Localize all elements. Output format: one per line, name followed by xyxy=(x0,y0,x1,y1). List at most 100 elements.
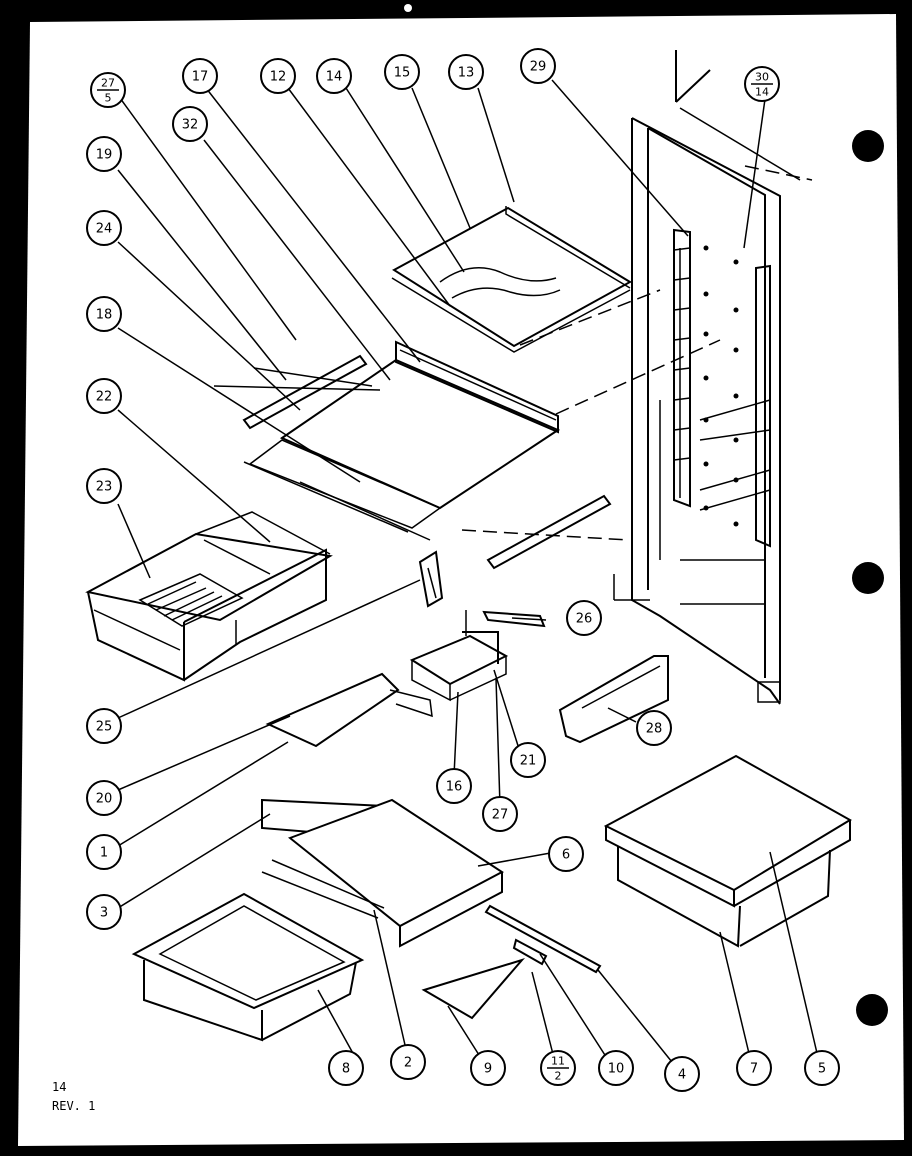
callout-14: 14 xyxy=(316,58,352,94)
callout-number: 1 xyxy=(100,846,108,861)
callout-23: 23 xyxy=(86,468,122,504)
callout-circle xyxy=(384,54,420,90)
callout-number: 32 xyxy=(182,118,199,133)
callout-denominator: 14 xyxy=(755,86,769,99)
callout-number: 15 xyxy=(394,66,411,81)
callout-number: 20 xyxy=(96,792,113,807)
callout-15: 15 xyxy=(384,54,420,90)
callout-circle xyxy=(520,48,556,84)
callout-circle xyxy=(664,1056,700,1092)
callout-number: 9 xyxy=(484,1062,492,1077)
callout-26: 26 xyxy=(566,600,602,636)
callout-8: 8 xyxy=(328,1050,364,1086)
callout-circle xyxy=(86,834,122,870)
callout-circle xyxy=(470,1050,506,1086)
callout-number: 7 xyxy=(750,1062,758,1077)
callout-13: 13 xyxy=(448,54,484,90)
callout-circle xyxy=(636,710,672,746)
callout-number: 3 xyxy=(100,906,108,921)
callout-7: 7 xyxy=(736,1050,772,1086)
binder-hole-icon xyxy=(852,562,884,594)
callout-circle xyxy=(566,600,602,636)
callout-denominator: 2 xyxy=(555,1070,562,1083)
callout-number: 2 xyxy=(404,1056,412,1071)
callout-17: 17 xyxy=(182,58,218,94)
callout-number: 18 xyxy=(96,308,113,323)
callout-21: 21 xyxy=(510,742,546,778)
alignment-line xyxy=(461,529,629,541)
callout-number: 28 xyxy=(646,722,663,737)
crisper-cover-and-drawer xyxy=(131,798,602,1042)
callout-2: 2 xyxy=(390,1044,426,1080)
callout-number: 10 xyxy=(608,1062,625,1077)
callout-22: 22 xyxy=(86,378,122,414)
callout-circle xyxy=(390,1044,426,1080)
callout-18: 18 xyxy=(86,296,122,332)
callout-9: 9 xyxy=(470,1050,506,1086)
callout-number: 21 xyxy=(520,754,537,769)
bracket-assembly xyxy=(265,550,546,748)
callout-number: 14 xyxy=(326,70,343,85)
callout-circle xyxy=(86,780,122,816)
alignment-line xyxy=(519,289,661,346)
callout-4: 4 xyxy=(664,1056,700,1092)
callout-25: 25 xyxy=(86,708,122,744)
binder-hole-icon xyxy=(856,994,888,1026)
callout-circle xyxy=(736,1050,772,1086)
callout-number: 26 xyxy=(576,612,593,627)
callout-circle xyxy=(436,768,472,804)
callout-number: 19 xyxy=(96,148,113,163)
callout-28: 28 xyxy=(636,710,672,746)
callout-circle xyxy=(548,836,584,872)
callout-27: 27 xyxy=(482,796,518,832)
glass-shelf-assembly xyxy=(243,340,561,541)
callout-24: 24 xyxy=(86,210,122,246)
callout-circle xyxy=(804,1050,840,1086)
callout-numerator: 27 xyxy=(101,77,115,90)
callout-number: 13 xyxy=(458,66,475,81)
callout-circle xyxy=(86,136,122,172)
callout-denominator: 5 xyxy=(105,92,112,105)
callout-circle xyxy=(172,106,208,142)
callout-32: 32 xyxy=(172,106,208,142)
callout-6: 6 xyxy=(548,836,584,872)
callout-11_2: 112 xyxy=(540,1050,576,1086)
callout-number: 17 xyxy=(192,70,209,85)
callout-3: 3 xyxy=(86,894,122,930)
callout-circle xyxy=(86,296,122,332)
leader-lines xyxy=(117,79,821,1073)
callout-circle xyxy=(482,796,518,832)
callout-number: 23 xyxy=(96,480,113,495)
meat-pan-cover xyxy=(558,655,669,744)
callout-19: 19 xyxy=(86,136,122,172)
callout-circle xyxy=(86,894,122,930)
callout-circle xyxy=(86,708,122,744)
callout-circle xyxy=(86,378,122,414)
deli-drawer-with-cover xyxy=(603,754,852,948)
shelf-ladder-right xyxy=(699,264,771,548)
callout-number: 12 xyxy=(270,70,287,85)
callout-circle xyxy=(86,210,122,246)
callout-number: 22 xyxy=(96,390,113,405)
callout-16: 16 xyxy=(436,768,472,804)
callout-number: 27 xyxy=(492,808,509,823)
callout-circle xyxy=(598,1050,634,1086)
callout-circle xyxy=(182,58,218,94)
callout-27_5: 275 xyxy=(90,72,126,108)
callout-circle xyxy=(328,1050,364,1086)
binder-hole-icon xyxy=(852,130,884,162)
callout-number: 5 xyxy=(818,1062,826,1077)
callout-1: 1 xyxy=(86,834,122,870)
callout-number: 8 xyxy=(342,1062,350,1077)
top-wire-shelf xyxy=(391,206,632,353)
callout-29: 29 xyxy=(520,48,556,84)
alignment-line xyxy=(555,339,721,415)
callout-numerator: 11 xyxy=(551,1055,565,1068)
revision-label: REV. 1 xyxy=(52,1099,96,1113)
ladder-mounting-screws xyxy=(703,245,739,527)
shelf-support-rails xyxy=(213,354,612,570)
